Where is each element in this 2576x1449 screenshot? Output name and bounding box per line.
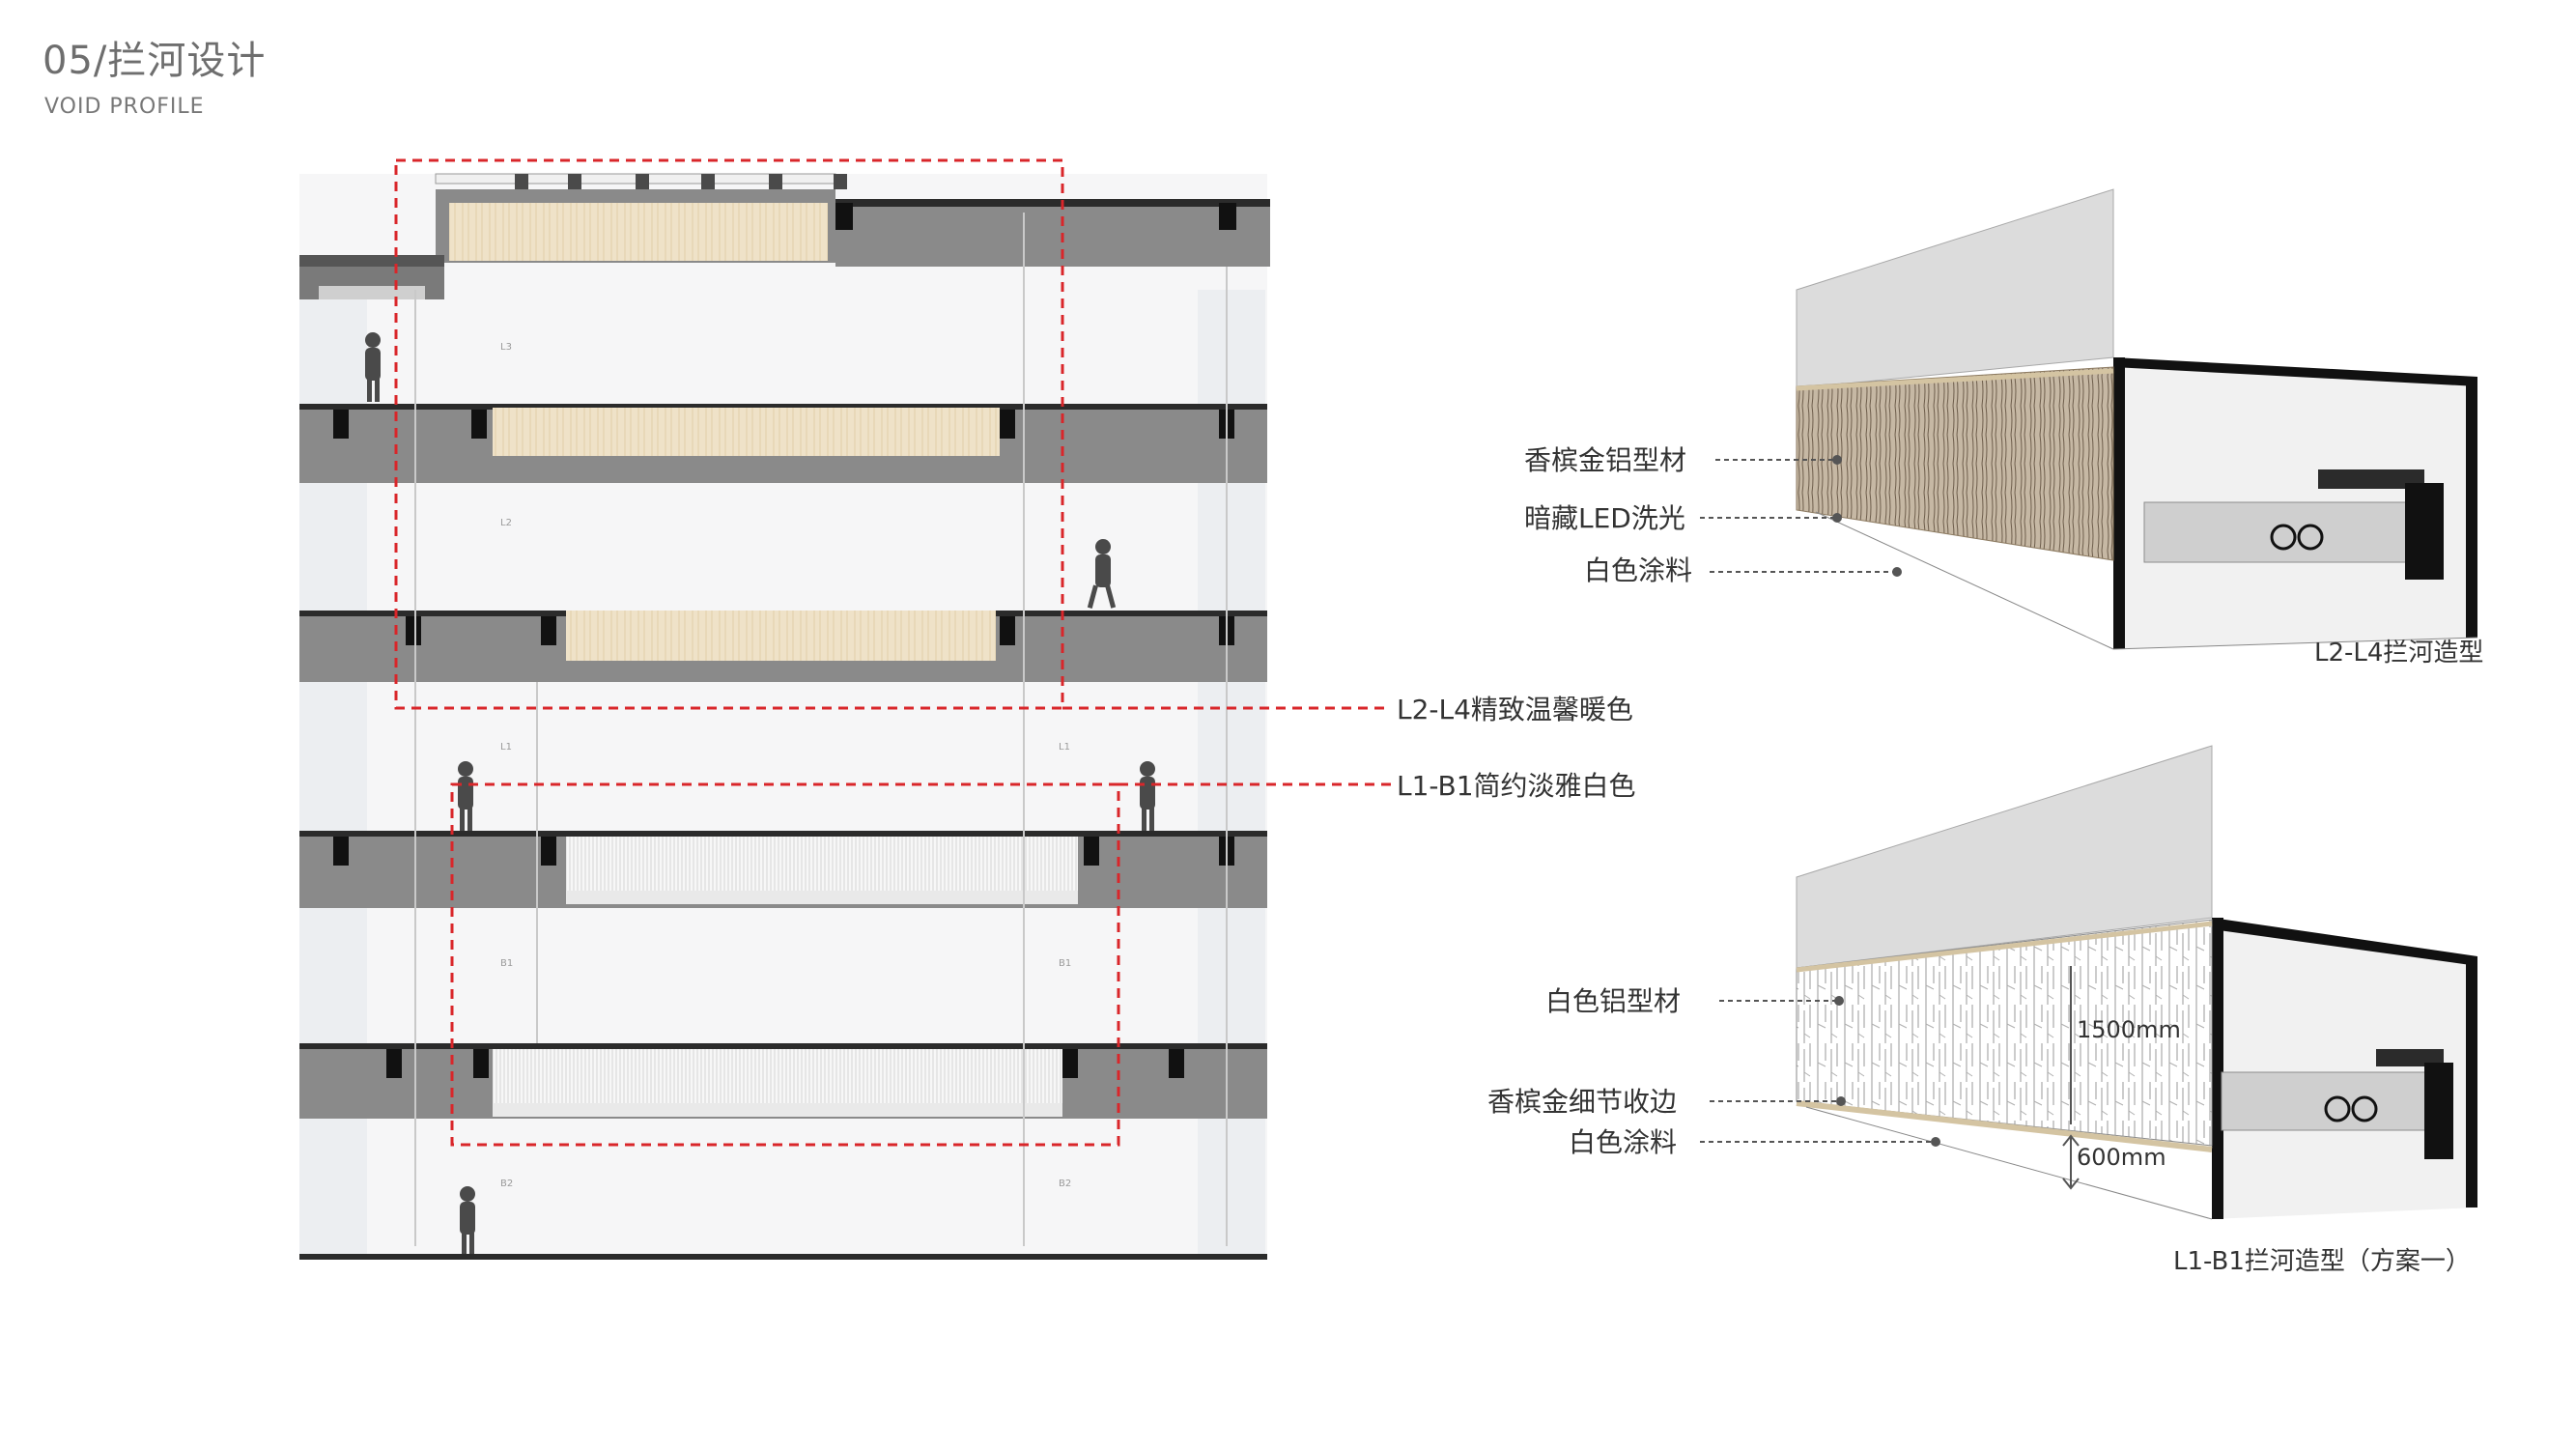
level-tag-b2-right: B2 <box>1059 1179 1071 1189</box>
dimension-600mm: 600mm <box>2077 1144 2166 1171</box>
person-silhouette <box>365 332 381 402</box>
level-tag-b1-right: B1 <box>1059 958 1071 969</box>
page-title: 05/拦河设计 <box>42 39 267 83</box>
label-champagne-gold-aluminum: 香槟金铝型材 <box>1524 444 1686 476</box>
detail-upper-caption: L2-L4拦河造型 <box>2314 639 2483 668</box>
highlight-box-upper <box>394 158 1064 710</box>
level-tag-l3: L3 <box>500 342 512 353</box>
detail-lower-caption: L1-B1拦河造型（方案一） <box>2173 1247 2471 1276</box>
callout-lower: L1-B1简约淡雅白色 <box>1397 770 1636 802</box>
label-champagne-gold-trim: 香槟金细节收边 <box>1487 1086 1677 1118</box>
highlight-box-lower <box>450 782 1120 1147</box>
person-silhouette <box>1087 539 1117 609</box>
page-subtitle: VOID PROFILE <box>44 95 205 119</box>
label-white-paint-lower: 白色涂料 <box>1569 1126 1677 1158</box>
label-white-aluminum: 白色铝型材 <box>1545 985 1681 1017</box>
level-tag-b1: B1 <box>500 958 513 969</box>
dimension-1500mm: 1500mm <box>2077 1016 2181 1043</box>
detail-upper: 香槟金铝型材 暗藏LED洗光 白色涂料 L2-L4拦河造型 <box>1524 188 2483 668</box>
level-tag-l2: L2 <box>500 518 512 528</box>
label-white-paint: 白色涂料 <box>1584 554 1692 586</box>
person-silhouette <box>460 1186 475 1254</box>
level-tag-b2: B2 <box>500 1179 513 1189</box>
level-tag-l1-right: L1 <box>1059 742 1070 753</box>
section-drawing: L3 L2 L1 L1 B1 B1 B2 B2 L2-L4精致温馨暖色 L1-B… <box>299 158 1636 1260</box>
detail-lower: 1500mm 600mm 白色铝型材 香槟金细节收边 白色涂料 L1-B1拦河造… <box>1487 745 2477 1276</box>
label-hidden-led-wash: 暗藏LED洗光 <box>1524 502 1685 534</box>
level-tag-l1: L1 <box>500 742 512 753</box>
callout-upper: L2-L4精致温馨暖色 <box>1397 694 1633 725</box>
